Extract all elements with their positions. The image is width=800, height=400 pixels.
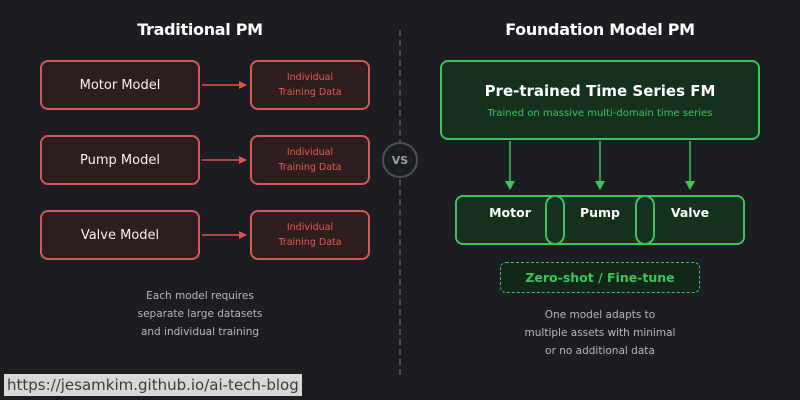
foundation-note-line: multiple assets with minimal [524, 327, 676, 339]
traditional-note-line: separate large datasets [137, 308, 263, 320]
traditional-note-line: Each model requires [146, 290, 254, 302]
traditional-note-line: and individual training [140, 326, 260, 338]
pump-training-data-box: Individual Training Data [250, 135, 370, 185]
motor-training-data-box: Individual Training Data [250, 60, 370, 110]
training-data-line2: Training Data [278, 162, 342, 173]
zero-shot-fine-tune-label: Zero-shot / Fine-tune [525, 270, 675, 285]
asset-separator [635, 195, 655, 245]
pump-model-box: Pump Model [40, 135, 200, 185]
vs-badge: VS [382, 142, 418, 178]
pump-model-label: Pump Model [80, 152, 160, 168]
traditional-pm-title: Traditional PM [137, 20, 263, 39]
training-data-line1: Individual [286, 222, 334, 233]
traditional-note: Each model requires separate large datas… [100, 287, 300, 341]
training-data-line2: Training Data [278, 87, 342, 98]
training-data-line1: Individual [286, 72, 334, 83]
assets-box [455, 195, 745, 245]
asset-motor-label: Motor [489, 205, 531, 220]
divider-line [399, 30, 401, 375]
arrowhead-fm-to-valve [685, 181, 695, 190]
asset-valve-label: Valve [670, 205, 710, 220]
zero-shot-fine-tune-badge: Zero-shot / Fine-tune [500, 262, 700, 293]
asset-pump-label: Pump [579, 205, 621, 220]
foundation-model-box: Pre-trained Time Series FM Trained on ma… [440, 60, 760, 140]
training-data-line2: Training Data [278, 237, 342, 248]
training-data-line1: Individual [286, 147, 334, 158]
foundation-note: One model adapts to multiple assets with… [480, 306, 720, 360]
valve-model-label: Valve Model [80, 227, 160, 243]
motor-model-box: Motor Model [40, 60, 200, 110]
foundation-model-title: Pre-trained Time Series FM [484, 81, 716, 100]
arrowhead-fm-to-motor [505, 181, 515, 190]
foundation-pm-title: Foundation Model PM [505, 20, 695, 39]
arrowhead-fm-to-pump [595, 181, 605, 190]
motor-model-label: Motor Model [79, 77, 161, 93]
foundation-model-subtitle: Trained on massive multi-domain time ser… [487, 107, 713, 119]
foundation-note-line: or no additional data [545, 345, 655, 357]
foundation-note-line: One model adapts to [544, 309, 656, 321]
asset-separator [545, 195, 565, 245]
valve-training-data-box: Individual Training Data [250, 210, 370, 260]
valve-model-box: Valve Model [40, 210, 200, 260]
watermark-url: https://jesamkim.github.io/ai-tech-blog [4, 374, 302, 396]
